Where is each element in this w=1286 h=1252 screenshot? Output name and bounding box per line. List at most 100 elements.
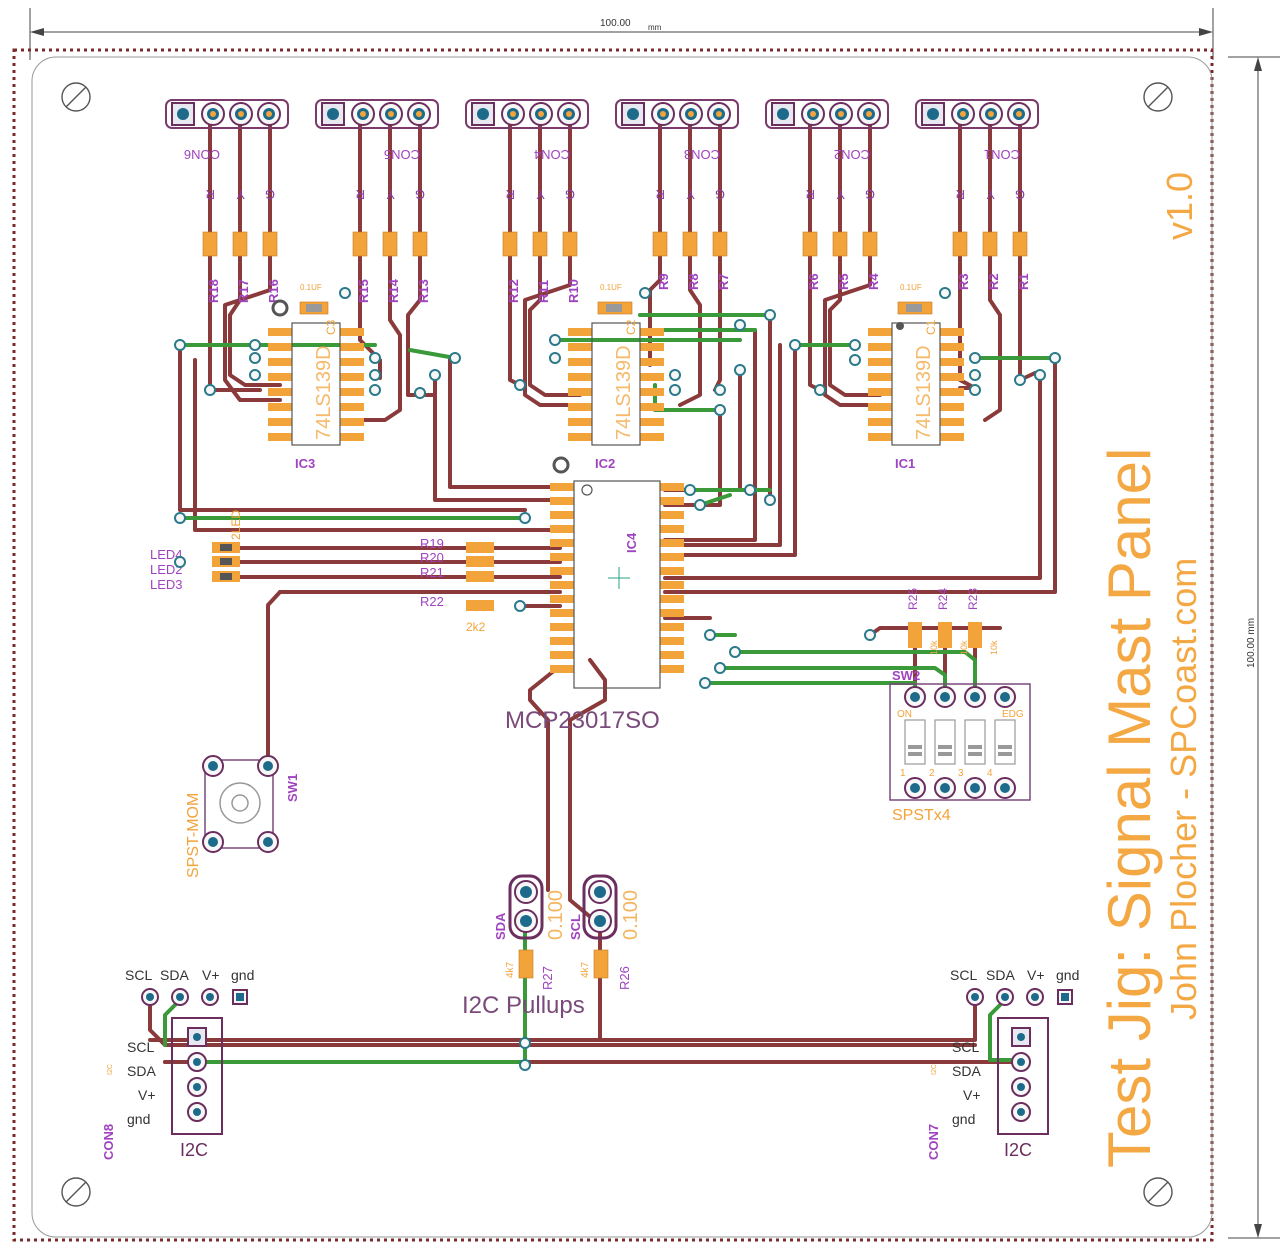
switch-part: SPST-MOM [185,793,202,878]
svg-text:R: R [506,187,515,202]
svg-text:2: 2 [929,768,935,779]
svg-text:gnd: gnd [952,1111,975,1127]
svg-text:0.100: 0.100 [620,890,642,940]
led-label: LED3 [150,577,183,592]
svg-text:SCL: SCL [568,914,583,940]
svg-text:R2: R2 [986,273,1001,290]
block-title: I2C Pullups [462,992,585,1019]
svg-text:SCL: SCL [125,967,152,983]
svg-text:V+: V+ [963,1087,981,1103]
pin1-marker-icon [271,299,289,317]
svg-text:R18: R18 [206,279,221,303]
svg-text:Y: Y [986,187,995,202]
ic-part: 74LS139D [313,345,335,440]
svg-text:G: G [1015,187,1025,202]
svg-text:R12: R12 [506,279,521,303]
svg-text:SCL: SCL [952,1039,979,1055]
svg-text:C3: C3 [324,319,338,335]
connector-label: CON7 [926,1124,941,1160]
svg-text:0.1UF: 0.1UF [600,283,622,292]
connector-con6: CON6 [165,99,289,162]
width-dimension-unit: mm [648,23,662,32]
bottom-copper-traces [148,113,1057,1064]
height-dimension: 100.00 mm [1228,56,1280,1239]
svg-text:R4: R4 [866,273,881,290]
mounting-hole-icon [1143,1177,1173,1207]
svg-text:2LED: 2LED [229,510,243,540]
i2c-pullup-block: SDA SCL 0.100 0.100 4k7 4k7 R27 R26 I2C … [462,874,642,1019]
title-line2: John Plocher - SPCoast.com [1163,558,1204,1020]
svg-text:R: R [956,187,965,202]
svg-text:R16: R16 [266,279,281,303]
svg-text:R: R [206,187,215,202]
connector-con5: CON5 [315,99,439,162]
switch-label: SW1 [285,774,300,802]
svg-text:R: R [356,187,365,202]
ic-label: IC4 [624,532,639,553]
svg-text:gnd: gnd [127,1111,150,1127]
connector-label: CON6 [184,147,220,162]
svg-text:SDA: SDA [986,967,1015,983]
switch-sw1: SW1 SPST-MOM [185,755,300,878]
svg-text:R7: R7 [716,273,731,290]
svg-text:Y: Y [686,187,695,202]
svg-text:C1: C1 [924,319,938,335]
i2c-port-con7: SCL SDA V+ gnd SCL SDA V+ gnd I2C I2C CO… [926,967,1079,1160]
svg-text:G: G [565,187,575,202]
ic4: IC4 MCP23017SO [505,456,684,734]
connector-con4: CON4 [465,99,589,162]
svg-text:4: 4 [987,768,993,779]
svg-text:EDG: EDG [1002,709,1024,720]
svg-text:3: 3 [958,768,964,779]
svg-text:R21: R21 [420,565,444,580]
svg-text:R19: R19 [420,536,444,551]
ic-part: 74LS139D [913,345,935,440]
ic-part: 74LS139D [613,345,635,440]
svg-text:G: G [415,187,425,202]
mounting-holes [61,82,1173,1207]
svg-text:4k7: 4k7 [505,961,516,978]
connector-con3: CON3 [615,99,739,162]
ic-part: MCP23017SO [505,707,660,734]
connector-con1: CON1 [915,99,1039,162]
ic-label: IC2 [595,456,615,471]
svg-text:R22: R22 [420,594,444,609]
svg-text:R20: R20 [420,550,444,565]
svg-text:R26: R26 [617,966,632,990]
svg-text:ON: ON [897,709,912,720]
svg-text:R8: R8 [686,273,701,290]
pin1-marker-icon [552,456,570,474]
svg-text:SCL: SCL [950,967,977,983]
svg-text:R: R [806,187,815,202]
svg-text:4k7: 4k7 [580,961,591,978]
svg-text:2k2: 2k2 [466,620,486,634]
svg-text:gnd: gnd [1056,967,1079,983]
led-label: LED2 [150,562,183,577]
svg-text:10k: 10k [929,640,939,655]
svg-text:10k: 10k [989,640,999,655]
svg-text:R5: R5 [836,273,851,290]
svg-text:R3: R3 [956,273,971,290]
svg-text:R15: R15 [356,279,371,303]
connector-con2: CON2 [765,99,889,162]
svg-text:SCL: SCL [127,1039,154,1055]
dip-switch-sw2: SW2 ON EDG 1 2 3 4 SPSTx4 [889,668,1031,824]
svg-text:gnd: gnd [231,967,254,983]
svg-text:R17: R17 [236,279,251,303]
connector-label: CON4 [534,147,570,162]
ic1: 0.1UF 74LS139D C1 IC1 [868,283,964,471]
svg-text:SDA: SDA [493,912,508,940]
svg-text:R24: R24 [936,588,950,610]
switch-part: SPSTx4 [892,807,951,824]
ic-label: IC1 [895,456,915,471]
svg-text:Y: Y [386,187,395,202]
svg-text:SDA: SDA [952,1063,981,1079]
svg-text:0.1UF: 0.1UF [900,283,922,292]
led-block: 2LED LED4 LED2 LED3 R19 R20 R21 R22 2k2 [150,510,494,634]
mounting-hole-icon [61,1177,91,1207]
svg-text:10k: 10k [959,640,969,655]
svg-text:V+: V+ [138,1087,156,1103]
svg-text:C2: C2 [624,319,638,335]
svg-text:Y: Y [236,187,245,202]
